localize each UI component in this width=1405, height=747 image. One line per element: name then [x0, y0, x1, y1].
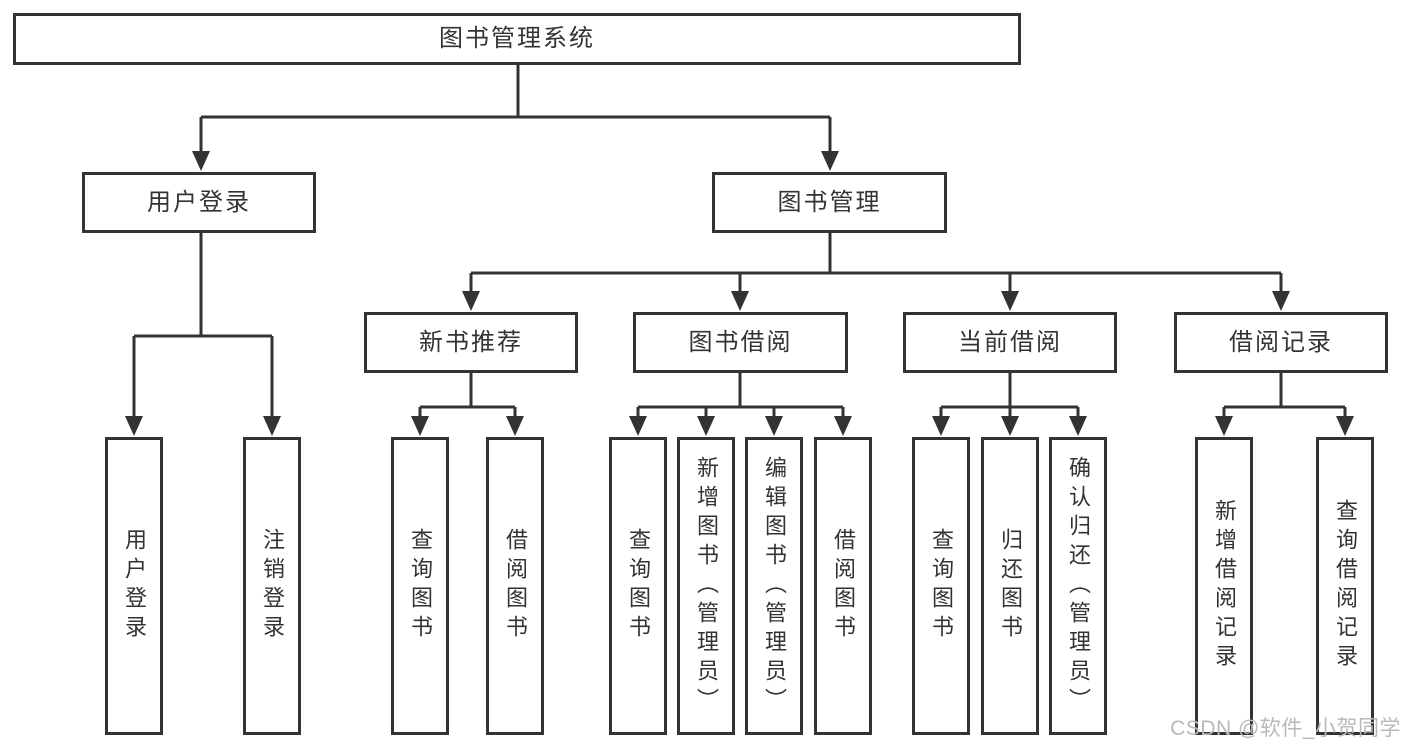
- leaf-query-borrow-record: 查询借阅记录: [1316, 437, 1374, 735]
- leaf-confirm-return-admin: 确认归还（管理员）: [1049, 437, 1107, 735]
- connector-root-to-level1: [192, 65, 839, 171]
- leaf-add-books-admin: 新增图书（管理员）: [677, 437, 735, 735]
- node-borrow-records: 借阅记录: [1174, 312, 1388, 373]
- csdn-watermark: CSDN @软件_小贺同学: [1170, 717, 1401, 740]
- leaf-user-login: 用户登录: [105, 437, 163, 735]
- leaf-query-books-current: 查询图书: [912, 437, 970, 735]
- leaf-add-borrow-record: 新增借阅记录: [1195, 437, 1253, 735]
- leaf-query-books-borrow: 查询图书: [609, 437, 667, 735]
- leaf-borrow-books-recommend: 借阅图书: [486, 437, 544, 735]
- leaf-logout: 注销登录: [243, 437, 301, 735]
- connector-borrow-records-children: [1215, 373, 1354, 436]
- node-book-borrow: 图书借阅: [633, 312, 848, 373]
- node-new-book-recommend: 新书推荐: [364, 312, 578, 373]
- leaf-return-books: 归还图书: [981, 437, 1039, 735]
- connector-book-borrow-children: [629, 373, 852, 436]
- node-book-management: 图书管理: [712, 172, 947, 233]
- leaf-borrow-books: 借阅图书: [814, 437, 872, 735]
- connector-user-login-children: [125, 233, 281, 436]
- connector-current-borrow-children: [932, 373, 1087, 436]
- node-root-library-system: 图书管理系统: [13, 13, 1021, 65]
- node-current-borrow: 当前借阅: [903, 312, 1117, 373]
- connector-book-mgmt-to-level2: [462, 233, 1290, 311]
- connector-new-book-recommend-children: [411, 373, 524, 436]
- node-user-login: 用户登录: [82, 172, 316, 233]
- leaf-query-books-recommend: 查询图书: [391, 437, 449, 735]
- leaf-edit-books-admin: 编辑图书（管理员）: [745, 437, 803, 735]
